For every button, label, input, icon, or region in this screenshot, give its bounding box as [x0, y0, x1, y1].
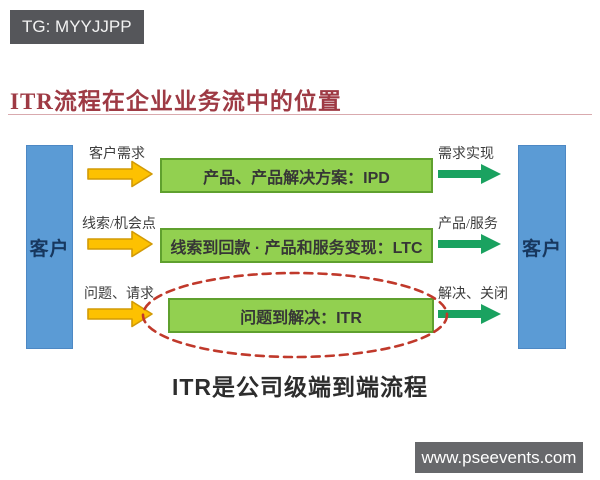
- row-ltc-output-label: 产品/服务: [438, 217, 498, 232]
- row-ipd-input-label: 客户需求: [89, 147, 145, 162]
- yellow-arrow-icon: [87, 230, 153, 258]
- customer-bar-left: 客户: [26, 145, 73, 349]
- process-box-ltc: 线索到回款 · 产品和服务变现：LTC: [160, 228, 433, 263]
- green-arrow-icon: [438, 164, 501, 184]
- process-box-ipd: 产品、产品解决方案：IPD: [160, 158, 433, 193]
- row-itr-input-label: 问题、请求: [84, 287, 154, 302]
- row-ipd-output-label: 需求实现: [438, 147, 494, 162]
- watermark-badge: www.pseevents.com: [415, 442, 583, 473]
- process-box-itr: 问题到解决：ITR: [168, 298, 434, 333]
- title-divider: [8, 114, 592, 115]
- row-itr-output-label: 解决、关闭: [438, 287, 508, 302]
- customer-bar-right: 客户: [518, 145, 566, 349]
- page-title: ITR流程在企业业务流中的位置: [10, 89, 342, 114]
- green-arrow-icon: [438, 304, 501, 324]
- tg-badge: TG: MYYJJPP: [10, 10, 144, 44]
- yellow-arrow-icon: [87, 300, 153, 328]
- row-ltc-input-label: 线索/机会点: [82, 217, 156, 232]
- slide-caption: ITR是公司级端到端流程: [171, 374, 429, 400]
- yellow-arrow-icon: [87, 160, 153, 188]
- green-arrow-icon: [438, 234, 501, 254]
